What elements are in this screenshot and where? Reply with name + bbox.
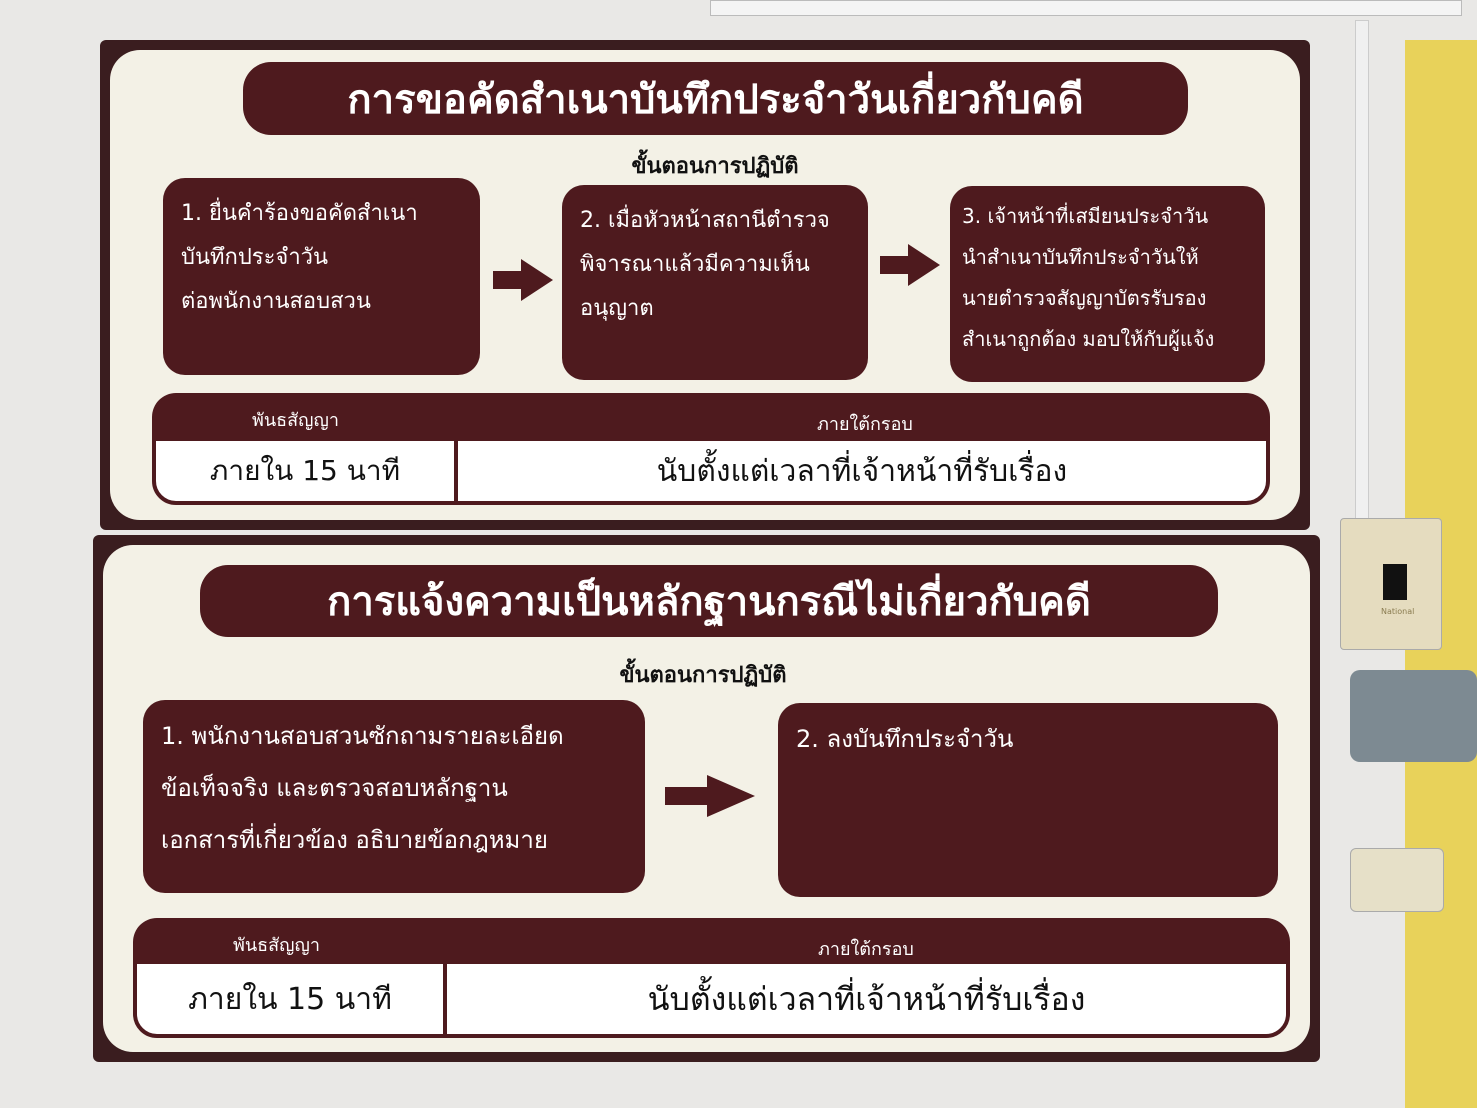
scope-value: นับตั้งแต่เวลาที่เจ้าหน้าที่รับเรื่อง [443, 960, 1290, 1038]
breaker-switch[interactable] [1383, 564, 1407, 600]
electrical-conduit [1355, 20, 1369, 522]
commitment-header: พันธสัญญา ภายใต้กรอบ [133, 918, 1290, 966]
power-outlet[interactable] [1350, 848, 1444, 912]
step-3-box: 3. เจ้าหน้าที่เสมียนประจำวันนำสำเนาบันทึ… [950, 186, 1265, 382]
commitment-header: พันธสัญญา ภายใต้กรอบ [152, 393, 1270, 441]
step-1-box: 1. ยื่นคำร้องขอคัดสำเนาบันทึกประจำวันต่อ… [163, 178, 480, 375]
step-2-box: 2. ลงบันทึกประจำวัน [778, 703, 1278, 897]
sign-evidence-report: การแจ้งความเป็นหลักฐานกรณีไม่เกี่ยวกับคด… [93, 535, 1320, 1062]
sign-title: การแจ้งความเป็นหลักฐานกรณีไม่เกี่ยวกับคด… [200, 565, 1218, 637]
sign-subtitle: ขั้นตอนการปฏิบัติ [619, 663, 787, 688]
sign-subtitle: ขั้นตอนการปฏิบัติ [631, 154, 799, 179]
step-2-box: 2. เมื่อหัวหน้าสถานีตำรวจพิจารณาแล้วมีคว… [562, 185, 868, 380]
circuit-breaker: National [1340, 518, 1442, 650]
sign-copy-daily-record: การขอคัดสำเนาบันทึกประจำวันเกี่ยวกับคดี … [100, 40, 1310, 530]
commitment-value: ภายใน 15 นาที [152, 437, 458, 505]
sign-title: การขอคัดสำเนาบันทึกประจำวันเกี่ยวกับคดี [243, 62, 1188, 135]
ceiling-fixture [710, 0, 1462, 16]
scope-value: นับตั้งแต่เวลาที่เจ้าหน้าที่รับเรื่อง [454, 437, 1270, 505]
step-1-box: 1. พนักงานสอบสวนซักถามรายละเอียดข้อเท็จจ… [143, 700, 645, 893]
breaker-brand: National [1381, 607, 1415, 616]
electric-meter [1350, 670, 1477, 762]
commitment-value: ภายใน 15 นาที [133, 960, 447, 1038]
